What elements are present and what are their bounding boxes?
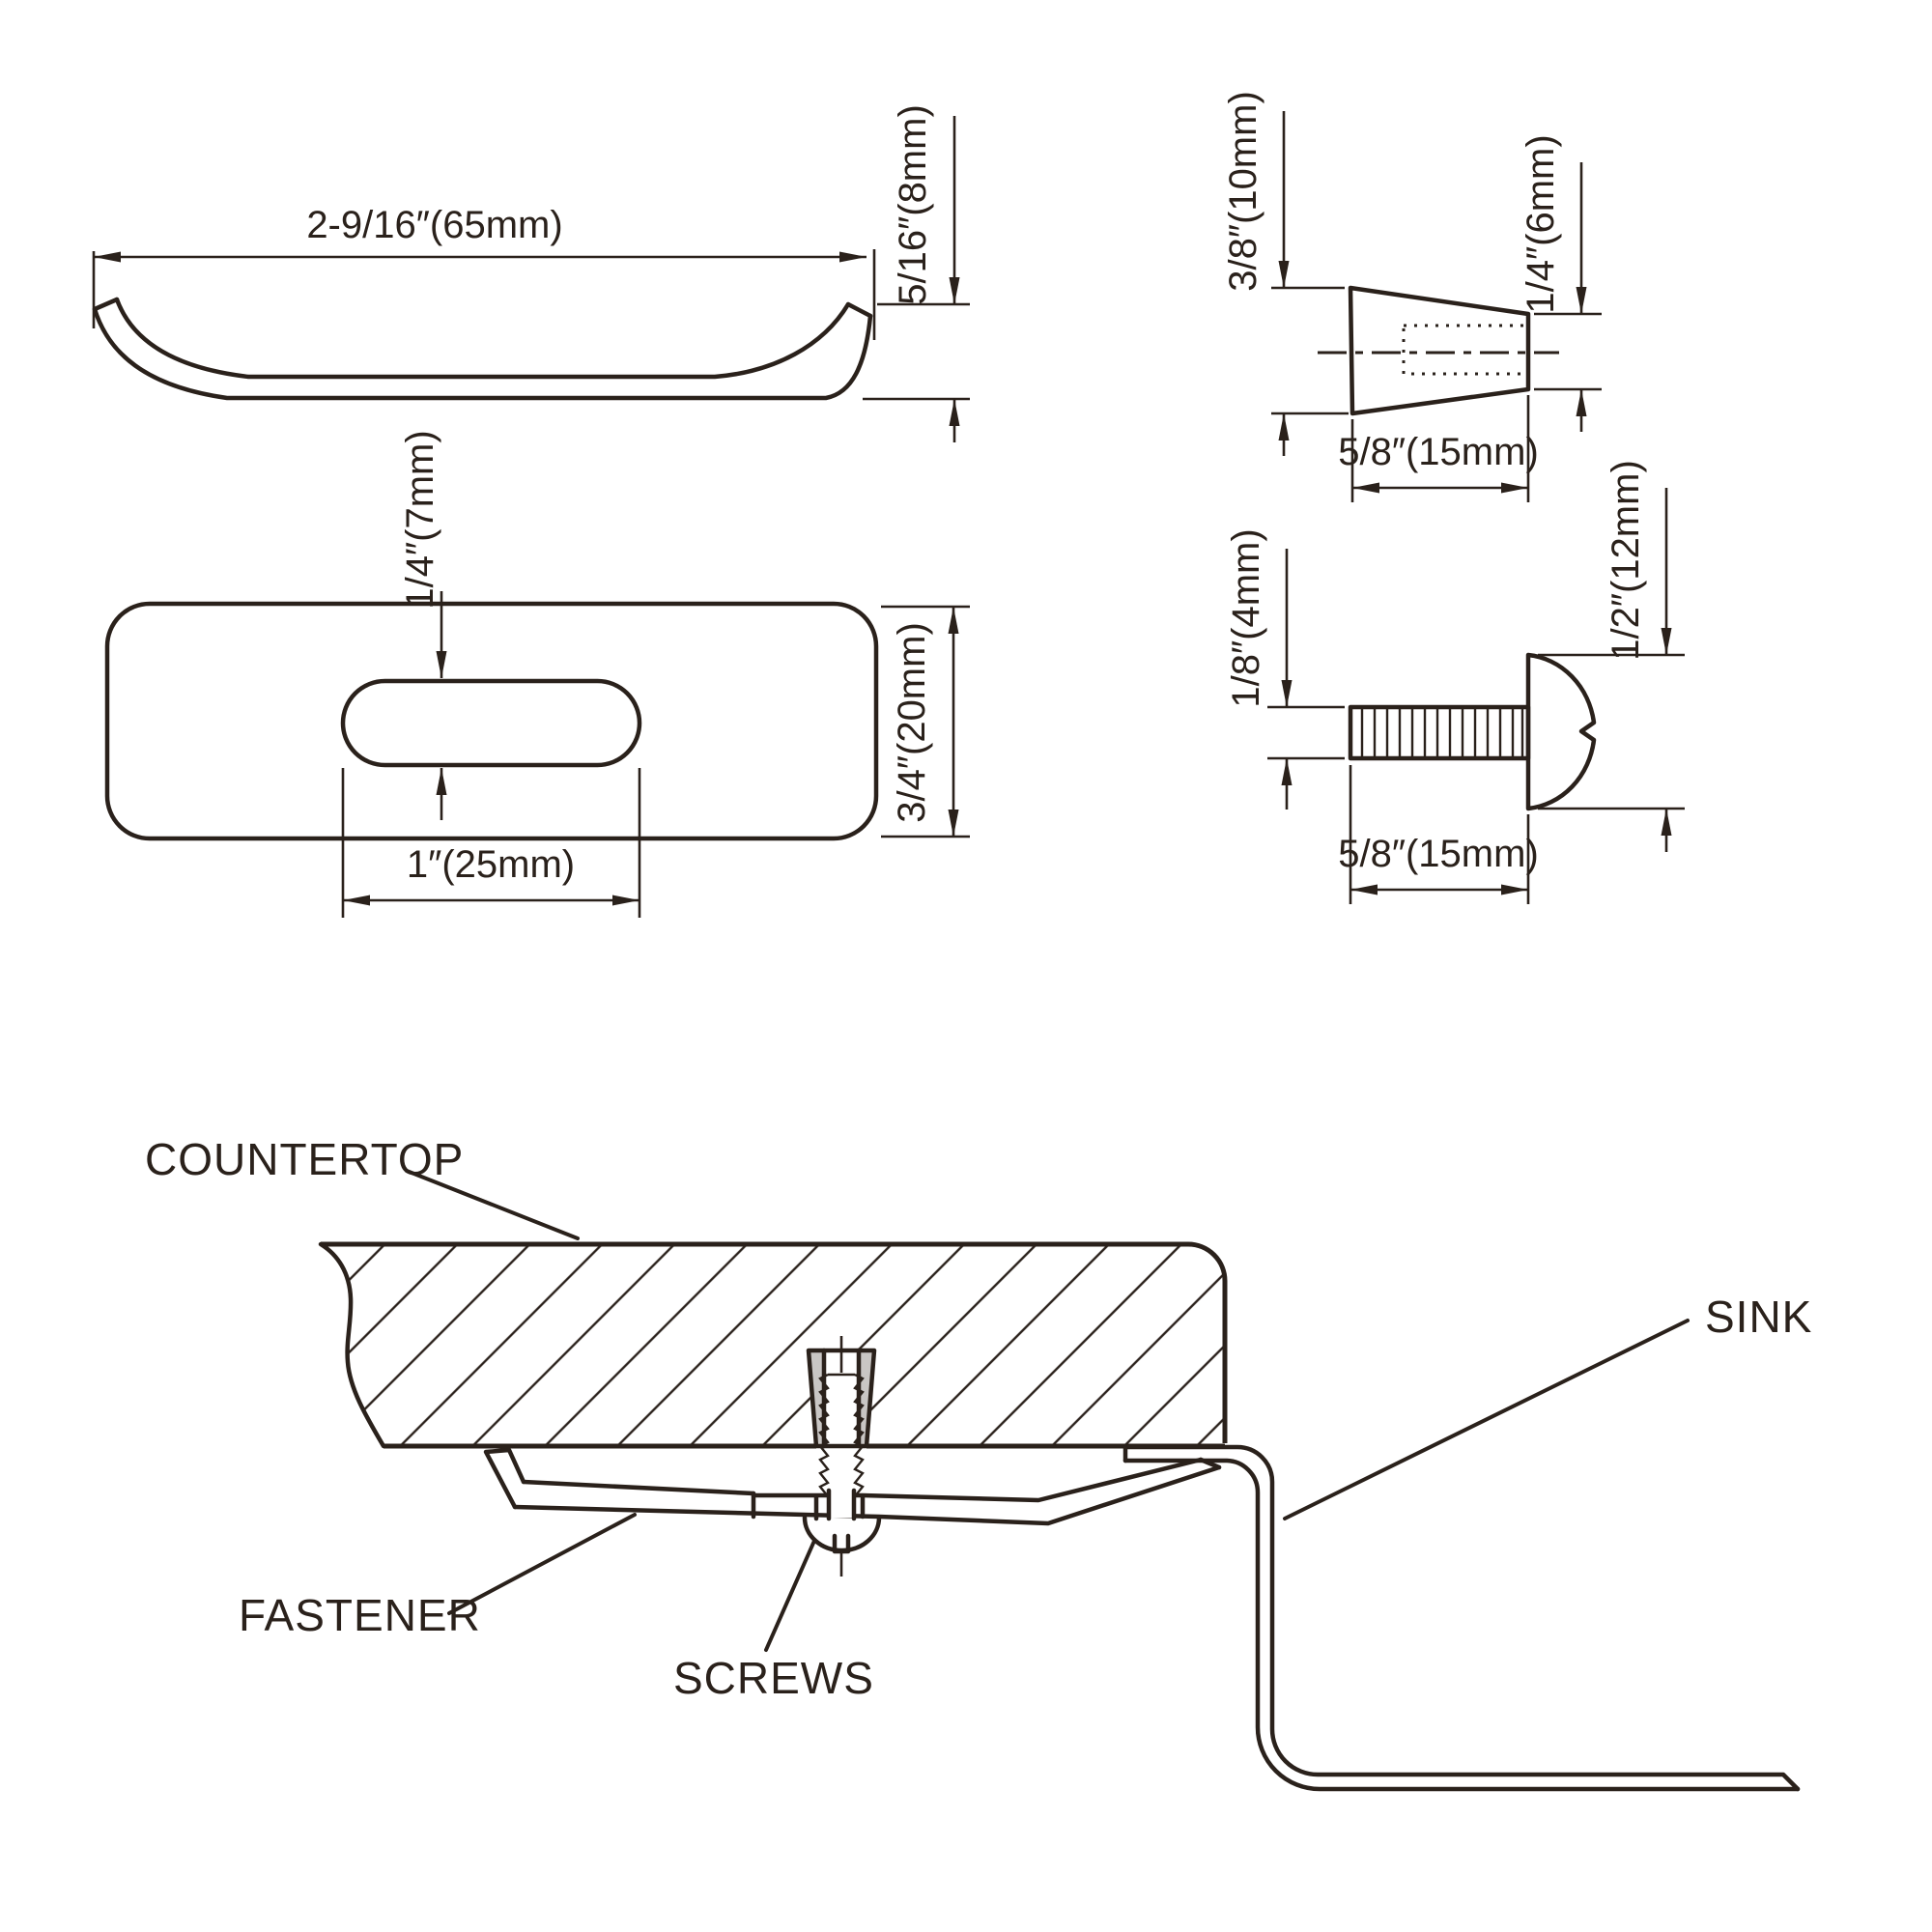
screw-thread-left: [818, 1373, 830, 1497]
anchor-section-outline: [806, 1348, 877, 1449]
screw-shank-gap: [831, 1492, 852, 1518]
dim-screw-head-label: 1/2″(12mm): [1605, 460, 1647, 661]
sink-inner-surface: [1122, 1458, 1801, 1792]
dim-anchor-small-label: 1/4″(6mm): [1520, 134, 1562, 313]
view-screw: 1/8″(4mm) 1/2″(12mm) 5/8″(15mm): [1225, 460, 1685, 904]
clip-left-tip-edge: [92, 297, 120, 312]
fastener-leader-line: [447, 1513, 637, 1615]
dim-slot-width-label: 1/4″(7mm): [399, 430, 441, 609]
dim-screw-dia-label: 1/8″(4mm): [1225, 528, 1267, 707]
countertop-label: COUNTERTOP: [145, 1134, 464, 1184]
dim-anchor-length-label: 5/8″(15mm): [1338, 431, 1539, 473]
view-assembly: COUNTERTOP SINK FASTENER SCREWS: [145, 1134, 1812, 1792]
dim-clip-height-label: 5/16″(8mm): [892, 104, 934, 305]
dim-plate-width-label: 3/4″(20mm): [891, 622, 933, 823]
clip-plate-slot: [340, 678, 642, 768]
sink-leader-line: [1283, 1319, 1690, 1520]
view-anchor: 3/8″(10mm) 1/4″(6mm) 5/8″(15mm): [1222, 91, 1602, 502]
dim-anchor-large-label: 3/8″(10mm): [1222, 91, 1264, 292]
clip-inner-profile: [114, 297, 851, 380]
clip-right-tip-edge: [845, 301, 873, 319]
countertop-top-edge: [321, 1241, 1228, 1443]
screw-head-notch: [832, 1533, 851, 1554]
sink-outer-surface: [1122, 1444, 1801, 1792]
clip-plate-outline: [104, 601, 879, 841]
fastener-label: FASTENER: [239, 1590, 481, 1640]
sink-label: SINK: [1705, 1292, 1812, 1342]
countertop-broken-edge: [318, 1241, 386, 1449]
anchor-body: [1348, 285, 1531, 416]
screw-shank: [1348, 704, 1531, 761]
sink-section: [1122, 1444, 1801, 1792]
dim-slot-length-label: 1″(25mm): [407, 843, 575, 886]
screw-thread-lines: [1360, 709, 1524, 756]
fastener-section: [483, 1447, 1222, 1526]
dim-clip-length-label: 2-9/16″(65mm): [306, 204, 562, 246]
anchor-hidden-bore: [1402, 324, 1530, 376]
dim-screw-length-label: 5/8″(15mm): [1338, 833, 1539, 875]
screws-label: SCREWS: [673, 1653, 874, 1703]
fastener-top-edge: [521, 1457, 1204, 1503]
view-clip-top: 1/4″(7mm) 1″(25mm) 3/4″(20mm): [104, 430, 970, 918]
view-clip-side: 2-9/16″(65mm) 5/16″(8mm): [92, 104, 970, 442]
screws-leader-line: [764, 1539, 816, 1652]
screw-head: [1525, 652, 1597, 811]
countertop-hatch: [321, 1244, 1225, 1446]
screw-thread-right: [853, 1373, 865, 1497]
fastener-bottom-edge: [512, 1464, 1222, 1526]
screw-head-section: [802, 1515, 882, 1553]
countertop-leader-line: [405, 1169, 580, 1240]
clip-outer-profile: [92, 306, 873, 401]
fastener-left-arm: [483, 1447, 526, 1510]
